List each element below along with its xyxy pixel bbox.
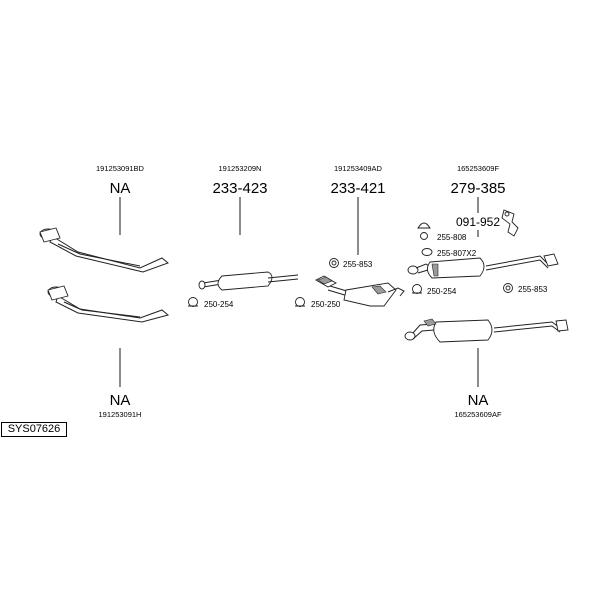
part-label-rear-silencer-bottom: NA (468, 392, 489, 409)
mount-label: 091-952 (456, 215, 500, 229)
rubber-label-b: 255-807X2 (437, 249, 477, 258)
clamp-icon (295, 297, 305, 307)
part-label-front-silencer: 233-423 (212, 180, 267, 197)
part-label-front-pipe-top: NA (110, 180, 131, 197)
ring-icon (503, 283, 513, 293)
clamp-label-c: 250-254 (427, 287, 457, 296)
oem-label-rear-silencer-top: 165253609F (457, 164, 500, 173)
ring-label-b: 255-853 (518, 285, 548, 294)
rubber-ring-icon (421, 248, 433, 256)
rear-silencer-upper (407, 253, 559, 279)
oem-label-rear-silencer-bottom: 165253609AF (454, 410, 502, 419)
part-label-front-pipe-bottom: NA (110, 392, 131, 409)
part-label-centre-silencer: 233-421 (330, 180, 385, 197)
oem-label-centre-silencer: 191253409AD (334, 164, 383, 173)
centre-silencer (315, 275, 405, 307)
clamp-label-b: 250-250 (311, 300, 341, 309)
mount-bracket-icon (501, 209, 519, 237)
oem-label-front-silencer: 191253209N (219, 164, 262, 173)
clamp-icon (412, 284, 422, 294)
ring-icon (329, 258, 339, 268)
rubber-label-a: 255-808 (437, 233, 467, 242)
oem-label-front-pipe-bottom: 191253091H (99, 410, 142, 419)
front-silencer (198, 271, 299, 291)
oem-label-front-pipe-top: 191253091BD (96, 164, 145, 173)
clamp-label-a: 250-254 (204, 300, 234, 309)
rear-silencer-lower (404, 318, 569, 343)
clamp-icon (188, 297, 198, 307)
system-code-label: SYS07626 (1, 422, 67, 437)
rubber-mount-icon (417, 222, 431, 240)
front-pipe-lower (47, 285, 170, 323)
part-label-rear-silencer-top: 279-385 (450, 180, 505, 197)
front-pipe-upper (39, 227, 169, 273)
ring-label-a: 255-853 (343, 260, 373, 269)
